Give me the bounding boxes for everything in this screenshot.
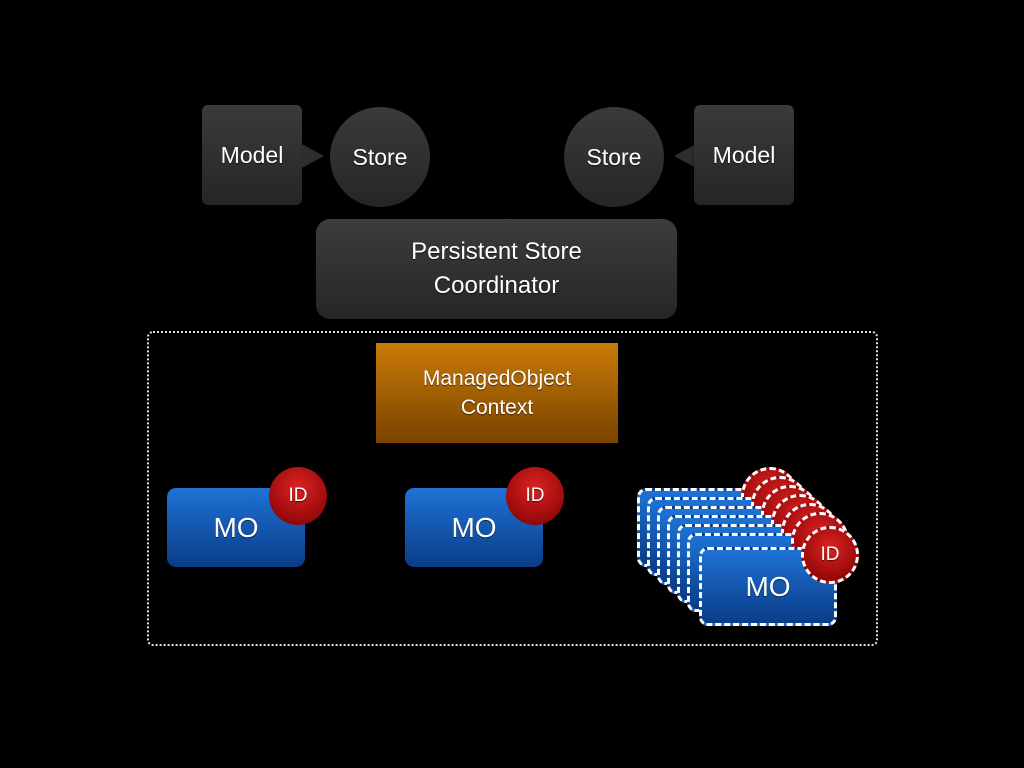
left-store-label: Store xyxy=(352,143,408,170)
managed-object-3-label: MO xyxy=(745,570,791,602)
right-store-circle: Store xyxy=(564,107,664,207)
managed-object-3-id-label: ID xyxy=(820,544,840,565)
context-line2: Context xyxy=(460,396,534,419)
right-model-arrow-icon xyxy=(674,143,698,169)
managed-object-1-id-label: ID xyxy=(288,485,308,506)
right-model-box: Model xyxy=(694,105,794,205)
persistent-store-coordinator: Persistent Store Coordinator xyxy=(316,219,677,319)
managed-object-1-label: MO xyxy=(213,511,259,543)
managed-object-2-id-label: ID xyxy=(525,485,545,506)
left-model-box: Model xyxy=(202,105,302,205)
context-boundary xyxy=(147,331,878,646)
right-model-label: Model xyxy=(712,141,776,168)
left-model-arrow-icon xyxy=(300,143,324,169)
coordinator-line2: Coordinator xyxy=(433,272,560,299)
managed-object-3-id-badge: ID xyxy=(801,526,859,584)
right-store-label: Store xyxy=(586,143,642,170)
context-line1: ManagedObject xyxy=(422,367,572,390)
managed-object-2: MO xyxy=(405,488,543,567)
managed-object-2-label: MO xyxy=(451,511,497,543)
coordinator-line1: Persistent Store xyxy=(411,238,582,265)
managed-object-context: ManagedObject Context xyxy=(376,343,618,443)
left-model-label: Model xyxy=(220,141,284,168)
left-store-circle: Store xyxy=(330,107,430,207)
managed-object-2-id-badge: ID xyxy=(506,467,564,525)
managed-object-1-id-badge: ID xyxy=(269,467,327,525)
